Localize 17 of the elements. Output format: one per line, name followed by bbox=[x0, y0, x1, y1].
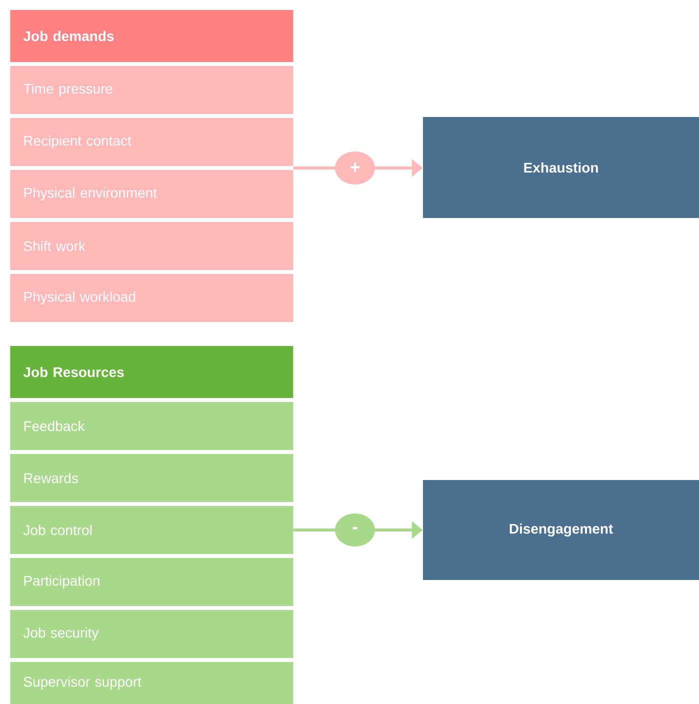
header-box: Job demands bbox=[10, 10, 294, 62]
item-box: Rewards bbox=[10, 454, 294, 502]
edge-label: + bbox=[335, 152, 375, 184]
item-box: Job security bbox=[10, 610, 294, 658]
item-box: Physical environment bbox=[10, 170, 294, 218]
item-box: Participation bbox=[10, 558, 294, 606]
header-box: Job Resources bbox=[10, 346, 294, 398]
item-box: Physical workload bbox=[10, 274, 294, 322]
item-box: Time pressure bbox=[10, 66, 294, 114]
item-box: Feedback bbox=[10, 402, 294, 450]
edge-label: - bbox=[335, 514, 375, 546]
outcome-box: Exhaustion bbox=[423, 117, 699, 218]
item-box: Shift work bbox=[10, 222, 294, 270]
outcome-box: Disengagement bbox=[423, 480, 699, 580]
item-box: Recipient contact bbox=[10, 118, 294, 166]
item-box: Supervisor support bbox=[10, 662, 294, 704]
item-box: Job control bbox=[10, 506, 294, 554]
